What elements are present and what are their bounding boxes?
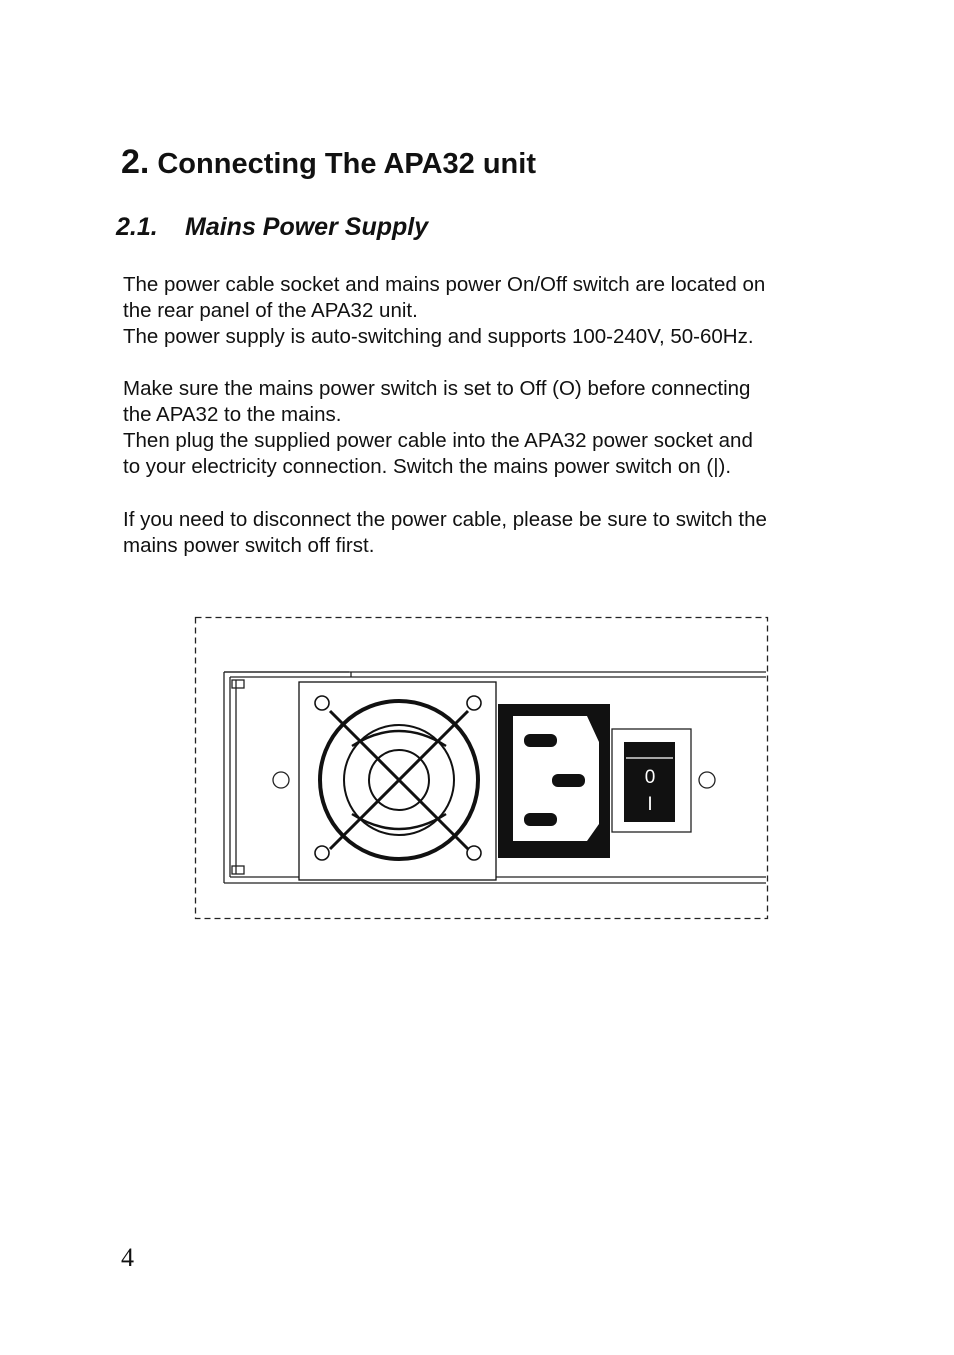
page-number: 4 (121, 1243, 134, 1272)
section-title: Connecting The APA32 unit (157, 148, 536, 180)
paragraph-power-location: The power cable socket and mains power O… (123, 272, 863, 350)
subsection-title: Mains Power Supply (185, 213, 429, 241)
text-line: If you need to disconnect the power cabl… (123, 508, 767, 531)
mounting-hole-icon (698, 771, 716, 789)
switch-on-label: I (647, 794, 652, 815)
mounting-hole-icon (272, 771, 290, 789)
text-line: Make sure the mains power switch is set … (123, 377, 751, 400)
switch-off-label: 0 (645, 767, 656, 788)
paragraph-disconnecting: If you need to disconnect the power cabl… (123, 507, 863, 559)
text-line: mains power switch off first. (123, 534, 375, 557)
subsection-heading: 2.1. Mains Power Supply (116, 210, 428, 244)
text-line: The power supply is auto-switching and s… (123, 325, 754, 348)
diagram-dashed-border (194, 616, 769, 920)
subsection-number: 2.1. (116, 213, 158, 241)
rear-panel-diagram: 0 I (194, 616, 769, 921)
power-socket-icon (498, 704, 610, 858)
text-line: Then plug the supplied power cable into … (123, 429, 753, 452)
fan-icon (298, 681, 497, 881)
text-line: to your electricity connection. Switch t… (123, 455, 732, 478)
text-line: The power cable socket and mains power O… (123, 273, 766, 296)
paragraph-connecting: Make sure the mains power switch is set … (123, 376, 863, 480)
section-number: 2. (121, 143, 150, 181)
section-heading: 2.Connecting The APA32 unit (121, 142, 536, 184)
text-line: the APA32 to the mains. (123, 403, 342, 426)
text-line: the rear panel of the APA32 unit. (123, 299, 418, 322)
power-switch-icon: 0 I (611, 728, 692, 833)
